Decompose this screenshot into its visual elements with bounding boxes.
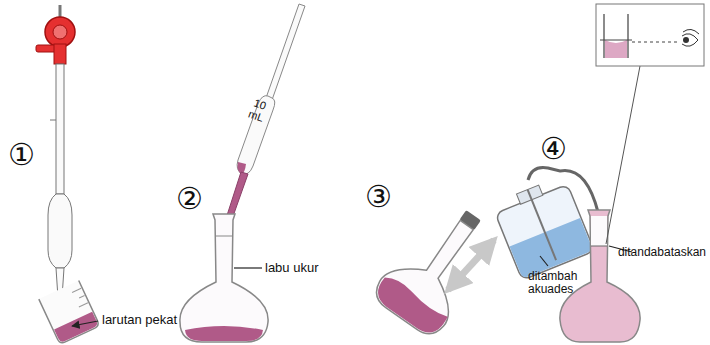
beaker (39, 281, 100, 345)
callout-number: ① (8, 138, 35, 171)
callout-number: ② (176, 182, 203, 215)
leader-line (606, 66, 640, 244)
volumetric-flask (180, 214, 268, 342)
pipette-with-filler (36, 5, 75, 298)
part-label: labu ukur (265, 261, 318, 275)
shaken-flask (369, 193, 505, 341)
leader-line (234, 267, 262, 268)
callout-number: ④ (540, 132, 567, 165)
leader-line (72, 321, 98, 326)
shake-arrow (448, 240, 494, 290)
wash-bottle (491, 168, 598, 281)
volumetric-pipette (221, 4, 305, 236)
part-label: ditandabataskan (618, 246, 706, 259)
part-label: ditambah akuades (528, 270, 598, 296)
meniscus-inset (596, 4, 704, 66)
leader-line (540, 256, 548, 266)
part-label: larutan pekat (102, 313, 177, 327)
callout-number: ③ (365, 180, 392, 213)
